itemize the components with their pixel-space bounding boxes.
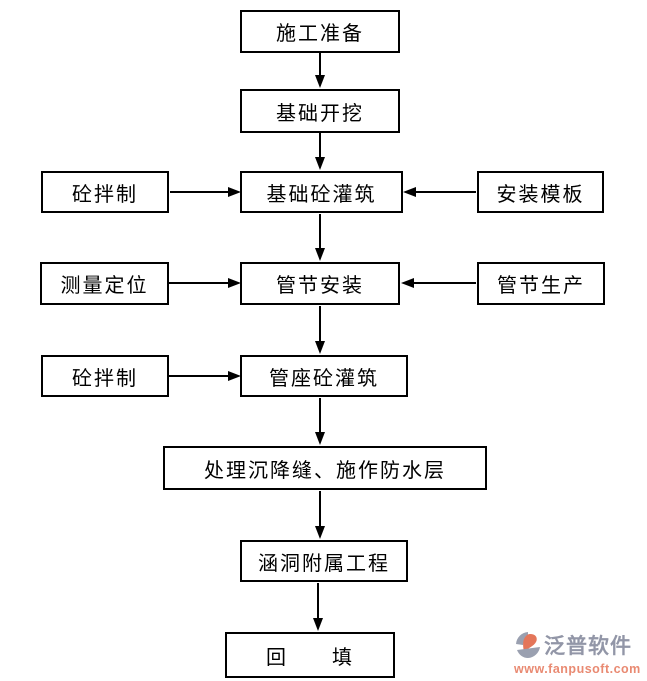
flow-box-pipe-section-production: 管节生产 <box>477 262 605 305</box>
arrow-survey-to-pipe-install <box>169 278 241 288</box>
flow-box-foundation-concrete-pouring: 基础砼灌筑 <box>240 171 403 213</box>
fanpu-brand-text: 泛普软件 <box>544 634 632 658</box>
flow-box-backfill: 回 填 <box>225 632 395 678</box>
arrow-formwork-to-foundation-pouring <box>403 187 476 197</box>
flow-box-survey-positioning: 测量定位 <box>40 262 169 305</box>
arrow-mixing1-to-foundation-pouring <box>170 187 241 197</box>
flow-box-pipe-seat-concrete-pouring: 管座砼灌筑 <box>240 355 408 397</box>
arrow-foundation-pouring-to-pipe-install <box>315 214 325 261</box>
arrow-production-to-pipe-install <box>401 278 476 288</box>
flow-box-pipe-section-installation: 管节安装 <box>240 262 400 305</box>
flow-box-formwork-installation: 安装模板 <box>477 171 604 213</box>
flow-box-construction-prep: 施工准备 <box>240 10 400 53</box>
flow-box-settlement-joint-waterproofing: 处理沉降缝、施作防水层 <box>163 446 487 490</box>
flow-box-culvert-auxiliary-works: 涵洞附属工程 <box>240 540 408 582</box>
fanpu-logo-icon <box>516 632 540 658</box>
fanpu-url-text: www.fanpusoft.com <box>514 662 641 676</box>
arrow-pipe-install-to-seat-pouring <box>315 306 325 354</box>
arrow-auxiliary-to-backfill <box>313 583 323 631</box>
arrow-seat-pouring-to-settlement <box>315 398 325 445</box>
flow-box-concrete-mixing-2: 砼拌制 <box>41 355 169 397</box>
flow-box-concrete-mixing-1: 砼拌制 <box>41 171 169 213</box>
arrow-prep-to-excavation <box>315 53 325 88</box>
fanpu-watermark: 泛普软件 www.fanpusoft.com <box>514 630 647 676</box>
arrow-excavation-to-foundation-pouring <box>315 133 325 170</box>
arrow-settlement-to-auxiliary <box>315 491 325 539</box>
arrow-mixing2-to-seat-pouring <box>169 371 241 381</box>
flow-box-foundation-excavation: 基础开挖 <box>240 89 400 133</box>
